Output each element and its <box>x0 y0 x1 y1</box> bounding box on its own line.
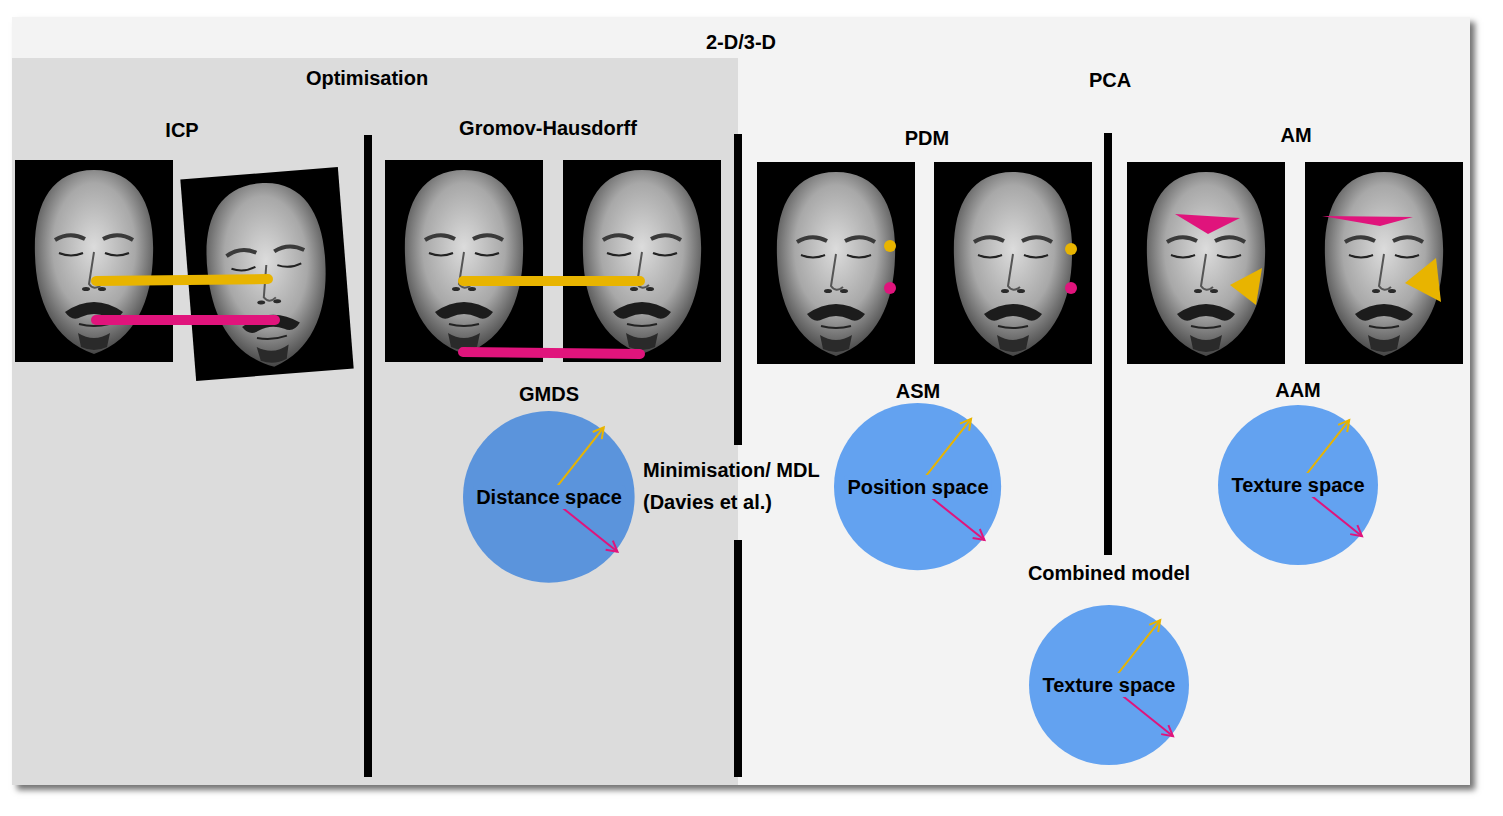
space-label: Texture space <box>1228 473 1367 497</box>
separator-bar <box>1104 133 1112 555</box>
space-circle-node: Combined modelTexture space <box>1028 561 1190 765</box>
landmark-dot <box>884 282 896 294</box>
separator-bar <box>734 540 742 777</box>
face-photo <box>1305 162 1463 364</box>
face-photo <box>757 162 915 364</box>
landmark-dot <box>1065 282 1077 294</box>
axis-arrowhead <box>960 419 971 431</box>
axis-arrowhead <box>973 529 985 540</box>
texture-patch <box>1322 216 1413 226</box>
circle-fill <box>463 411 635 583</box>
region-heading: Optimisation <box>306 66 428 90</box>
correspondence-line <box>96 315 275 325</box>
circle-text-holder: Position space <box>844 475 991 499</box>
method-note: Minimisation/ MDL (Davies et al.) <box>643 454 820 518</box>
correspondence-line <box>463 276 640 286</box>
method-heading: AM <box>1280 123 1311 147</box>
space-label: Texture space <box>1039 673 1178 697</box>
space-circle-node: AAM Texture space <box>1218 378 1378 565</box>
circle-shape: Texture space <box>1218 405 1378 565</box>
circle-fill <box>1029 605 1189 765</box>
method-region: ASMPosition spaceAAMTexture spaceCombine… <box>738 58 1470 785</box>
face-photo <box>385 160 543 362</box>
circle-shape: Position space <box>834 403 1001 570</box>
face-photo <box>563 160 721 362</box>
axis-arrowhead <box>1338 420 1349 432</box>
landmark-dot <box>884 240 896 252</box>
face-photo <box>15 160 173 362</box>
region-heading: 2-D/3-D <box>706 30 776 54</box>
circle-fill <box>834 403 1001 570</box>
method-heading: AAM <box>1275 378 1321 402</box>
method-heading: Combined model <box>1028 561 1190 585</box>
axis-arrowhead <box>1161 725 1173 736</box>
correspondence-line <box>463 352 640 354</box>
method-heading: GMDS <box>519 382 579 406</box>
axis-arrowhead <box>1149 620 1160 632</box>
method-heading: PDM <box>905 126 949 150</box>
separator-bar <box>734 134 742 445</box>
method-heading: ASM <box>896 379 940 403</box>
texture-patches <box>1175 214 1441 305</box>
circle-shape: Texture space <box>1029 605 1189 765</box>
axis-arrowhead <box>1350 525 1362 536</box>
face-photo <box>180 167 353 381</box>
space-label: Distance space <box>473 485 625 509</box>
space-circle-node: ASM Position space <box>834 379 1001 571</box>
circle-shape: Distance space <box>463 411 635 583</box>
texture-patch <box>1230 268 1262 305</box>
face-photo <box>1127 162 1285 364</box>
circle-fill <box>1218 405 1378 565</box>
region-heading: PCA <box>1089 68 1131 92</box>
correspondence-line <box>96 279 268 281</box>
correspondence-lines <box>96 279 640 354</box>
face-photo <box>934 162 1092 364</box>
axis-arrowhead <box>606 541 618 552</box>
texture-patch <box>1175 214 1240 234</box>
method-region: GMDS Distance space Optimisation <box>12 58 738 785</box>
landmark-dot <box>1065 243 1077 255</box>
space-circle-node: GMDS Distance space <box>463 382 635 583</box>
circle-text-holder: Distance space <box>473 485 625 509</box>
face-photos <box>15 160 1463 381</box>
space-label: Position space <box>844 475 991 499</box>
method-heading: Gromov-Hausdorff <box>459 116 637 140</box>
circle-text-holder: Texture space <box>1039 673 1178 697</box>
circle-text-holder: Texture space <box>1228 473 1367 497</box>
separator-bars <box>364 133 1112 777</box>
axis-arrowhead <box>593 427 604 439</box>
separator-bar <box>364 135 372 777</box>
texture-patch <box>1405 258 1441 302</box>
outer-frame: GMDS Distance space OptimisationASM Positio… <box>12 17 1470 785</box>
method-heading: ICP <box>165 118 198 142</box>
landmark-dots <box>884 240 1077 294</box>
